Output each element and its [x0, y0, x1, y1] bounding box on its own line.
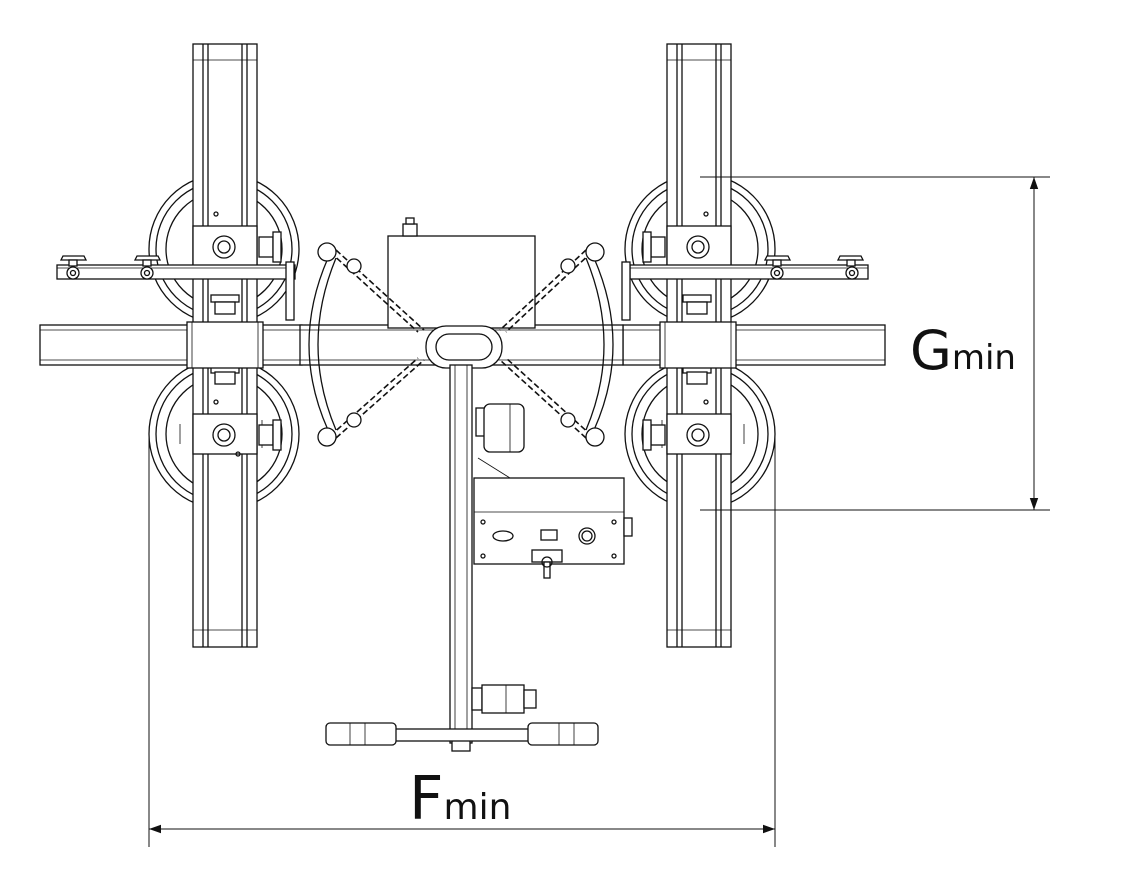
dimension-height: Gmin — [700, 176, 1050, 511]
center-frame — [299, 217, 633, 752]
control-box — [473, 457, 633, 579]
dimension-width: Fmin — [148, 434, 776, 847]
pump-housing — [387, 217, 536, 329]
slide-bar-right — [621, 255, 869, 321]
dimension-subscript-min: min — [952, 338, 1016, 378]
handle-tube — [449, 364, 473, 752]
cross-beam-left — [39, 321, 303, 369]
slide-bar-left — [56, 255, 296, 321]
clamp-block-bottom-right — [642, 399, 732, 455]
right-vacuum-assembly — [621, 43, 886, 648]
dimension-letter-f: F — [409, 764, 444, 834]
valve-fitting — [471, 684, 537, 714]
pressure-gauge — [475, 403, 525, 453]
clamp-block-top-left — [192, 211, 282, 267]
left-vacuum-assembly — [39, 43, 303, 648]
dimension-label-fmin: Fmin — [409, 764, 511, 834]
chain-sling — [317, 242, 605, 447]
cross-beam-right — [622, 321, 886, 369]
clamp-block-bottom-left — [192, 399, 282, 457]
t-handle-grips — [325, 722, 599, 746]
dimension-letter-g: G — [910, 319, 952, 382]
dimension-label-gmin: Gmin — [910, 319, 1016, 382]
dimension-subscript-min: min — [444, 787, 512, 828]
